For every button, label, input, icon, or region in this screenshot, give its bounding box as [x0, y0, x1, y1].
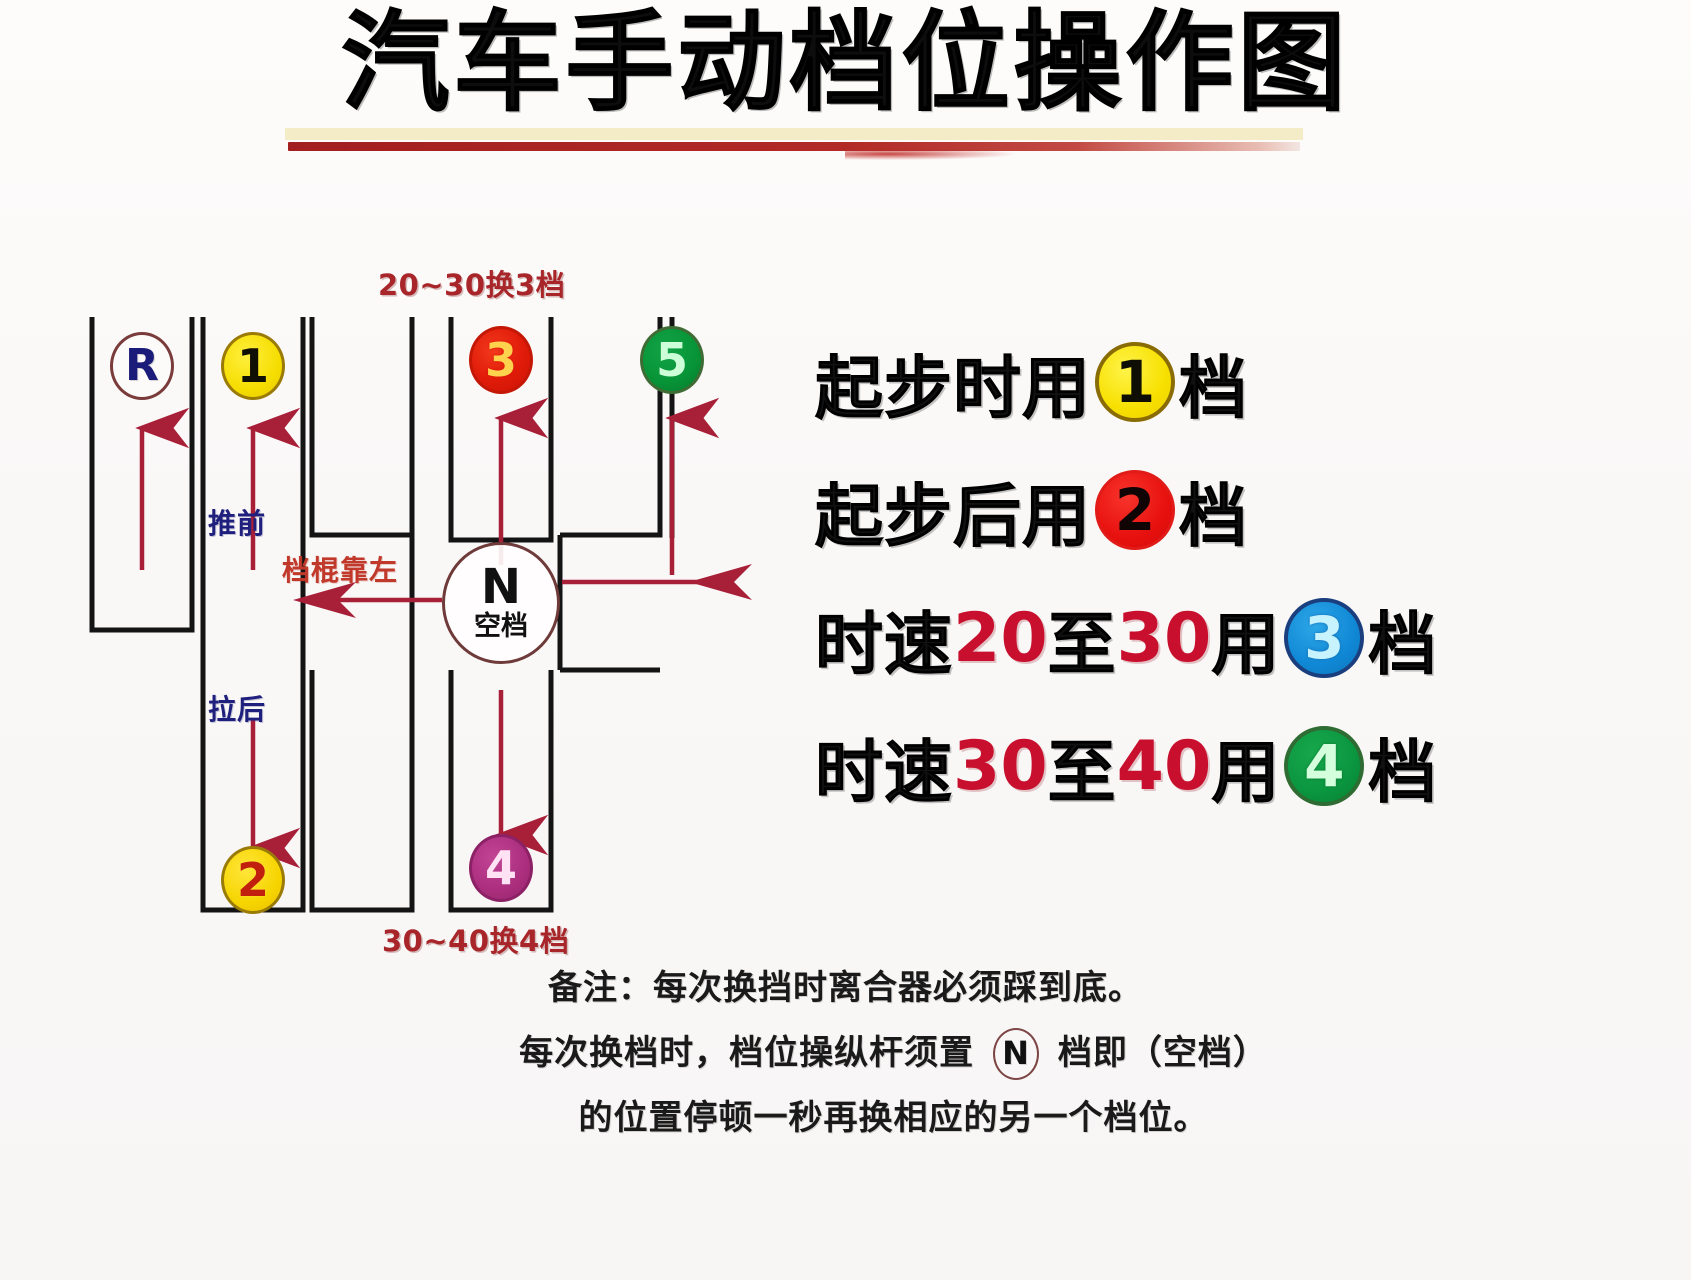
rules-list: 起步时用 1 档 起步后用 2 档 时速 20 至 30 用 3 档 时速 30…	[815, 318, 1675, 830]
rule-3-use-word: 用	[1211, 605, 1281, 685]
rule-4-prefix: 时速	[815, 733, 954, 813]
rule-2-gear-badge[interactable]: 2	[1095, 470, 1176, 550]
gear-circle-4[interactable]: 4	[469, 834, 533, 902]
rule-3-range-word: 至	[1047, 605, 1117, 685]
rule-4-use-word: 用	[1211, 733, 1281, 813]
title-underline-smudge	[845, 148, 1015, 160]
rule-2-suffix: 档	[1179, 477, 1249, 557]
note-line-2: 每次换档时，档位操纵杆须置 N 档即（空档）	[0, 1027, 1691, 1081]
rule-1-text: 起步时用	[815, 349, 1092, 429]
rule-3-prefix: 时速	[815, 605, 954, 685]
gear-circle-1[interactable]: 1	[221, 332, 285, 400]
rule-row-3: 时速 20 至 30 用 3 档	[815, 574, 1675, 702]
rule-3-speed-max: 30	[1116, 598, 1212, 678]
rule-4-suffix: 档	[1368, 733, 1438, 813]
label-stick-left: 档棍靠左	[282, 554, 399, 587]
neutral-letter: N	[480, 559, 522, 616]
gate-rail-middle-lower	[309, 670, 415, 913]
label-push-forward: 推前	[208, 507, 267, 540]
neutral-sublabel: 空档	[474, 610, 528, 642]
label-shift-to-4: 30~40换4档	[382, 924, 570, 958]
note-line-2-part-a: 每次换档时，档位操纵杆须置	[519, 1032, 975, 1073]
title-underline-red	[288, 142, 1300, 151]
gate-rail-reverse	[89, 317, 195, 633]
gear-circle-3[interactable]: 3	[469, 326, 533, 394]
note-line-1: 备注：每次换挡时离合器必须踩到底。	[548, 968, 1143, 1008]
note-line-3: 的位置停顿一秒再换相应的另一个档位。	[578, 1098, 1209, 1139]
page-title: 汽车手动档位操作图	[341, 1, 1350, 126]
rule-1-suffix: 档	[1179, 349, 1249, 429]
title-underline-cream	[285, 128, 1303, 140]
rule-row-1: 起步时用 1 档	[815, 318, 1675, 446]
note-line-2-part-b: 档即（空档）	[1057, 1032, 1268, 1073]
gate-rail-4	[448, 670, 554, 913]
rule-3-speed-min: 20	[953, 598, 1048, 678]
gear-circle-reverse[interactable]: R	[110, 332, 174, 400]
notes-block: 备注：每次换挡时离合器必须踩到底。 每次换档时，档位操纵杆须置 N 档即（空档）…	[0, 962, 1691, 1157]
label-shift-to-3: 20~30换3档	[378, 268, 566, 302]
rule-3-gear-badge[interactable]: 3	[1284, 598, 1365, 678]
shift-gate-diagram: 20~30换3档 30~40换4档 推前 拉后 档棍靠左 R 1 3 5 2 4…	[60, 268, 780, 960]
gear-circle-2[interactable]: 2	[221, 846, 285, 914]
page-title-area: 汽车手动档位操作图	[0, 1, 1691, 126]
rule-4-gear-badge[interactable]: 4	[1284, 726, 1365, 806]
rule-3-suffix: 档	[1368, 605, 1438, 685]
rule-4-speed-max: 40	[1116, 726, 1212, 806]
rule-4-range-word: 至	[1047, 733, 1117, 813]
rule-1-gear-badge[interactable]: 1	[1095, 342, 1176, 422]
gate-rail-middle-upper	[309, 317, 415, 538]
rule-4-speed-min: 30	[953, 726, 1048, 806]
neutral-position-marker[interactable]: N 空档	[442, 542, 560, 664]
rule-row-4: 时速 30 至 40 用 4 档	[815, 702, 1675, 830]
rule-2-text: 起步后用	[815, 477, 1092, 557]
note-neutral-badge: N	[993, 1028, 1039, 1081]
label-pull-back: 拉后	[208, 693, 267, 726]
rule-row-2: 起步后用 2 档	[815, 446, 1675, 574]
gear-circle-5[interactable]: 5	[640, 326, 704, 394]
